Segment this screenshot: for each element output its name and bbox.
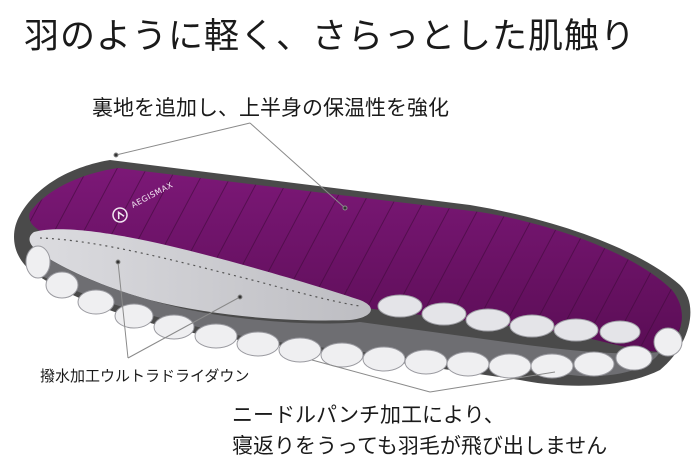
lining-stitch	[39, 237, 361, 307]
baffle-row	[25, 245, 683, 379]
page-title: 羽のように軽く、さらっとした肌触り	[24, 17, 637, 57]
bag-lining	[29, 229, 371, 321]
stitching-caption-line-1: ニードルパンチ加工により、	[232, 403, 505, 427]
stitching-caption-line-2: 寝返りをうっても羽毛が飛び出しません	[232, 434, 608, 458]
baffle-row-inner	[377, 294, 641, 344]
leader-lines	[113, 122, 556, 393]
aegismax-logo-icon	[112, 207, 128, 223]
bag-grey-band	[29, 248, 660, 377]
fabric-caption: 撥水加工ウルトラドライダウン	[40, 367, 250, 385]
lining-caption: 裏地を追加し、上半身の保温性を強化	[92, 96, 449, 120]
stitching-caption: ニードルパンチ加工により、 寝返りをうっても羽毛が飛び出しません	[232, 400, 607, 462]
